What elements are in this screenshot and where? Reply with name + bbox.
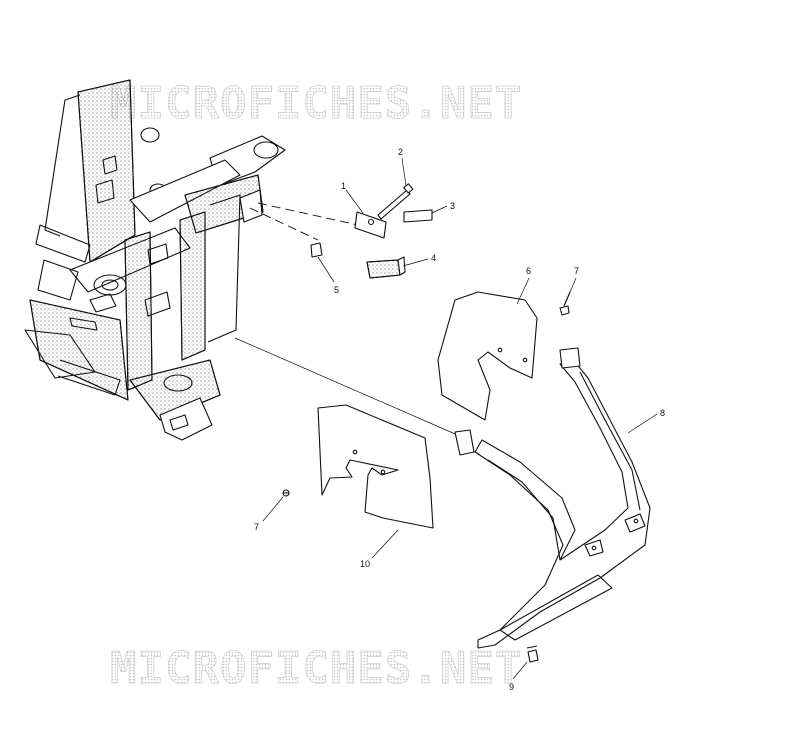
vehicle-frame: [24, 79, 286, 441]
part-2-bolt: [377, 183, 414, 220]
part-7-screw-lower: [282, 489, 290, 497]
part-6-flap: [437, 291, 538, 421]
leader-10: [371, 529, 399, 559]
part-10-flap: [317, 404, 434, 529]
leader-5: [317, 256, 335, 283]
part-8-bumper: [454, 347, 651, 649]
callout-2: 2: [398, 147, 403, 157]
callout-8: 8: [660, 408, 665, 418]
leader-6: [516, 277, 530, 305]
watermark-bottom: MICROFICHES.NET: [110, 643, 522, 694]
leader-1: [345, 189, 364, 214]
leader-9: [512, 661, 528, 680]
leader-4: [402, 258, 429, 267]
part-5-clip: [310, 242, 323, 258]
watermark-top: MICROFICHES.NET: [110, 78, 522, 129]
callout-5: 5: [334, 285, 339, 295]
part-9-fastener: [526, 645, 539, 663]
leader-7a: [565, 277, 577, 303]
callout-4: 4: [431, 253, 436, 263]
callout-6: 6: [526, 266, 531, 276]
leader-2: [401, 157, 407, 187]
callout-7-upper: 7: [574, 266, 579, 276]
leader-3: [431, 205, 448, 214]
callout-3: 3: [450, 201, 455, 211]
assembly-line-upper: [257, 202, 359, 226]
part-3-plate: [403, 209, 433, 223]
leader-7b: [262, 496, 284, 522]
callout-1: 1: [341, 181, 346, 191]
part-4-block: [366, 256, 406, 279]
callout-7-lower: 7: [254, 522, 259, 532]
leader-8: [627, 413, 658, 434]
callout-10: 10: [360, 559, 370, 569]
callout-9: 9: [509, 682, 514, 692]
assembly-line-lower: [249, 207, 319, 241]
assembly-line-bumper: [234, 337, 463, 438]
